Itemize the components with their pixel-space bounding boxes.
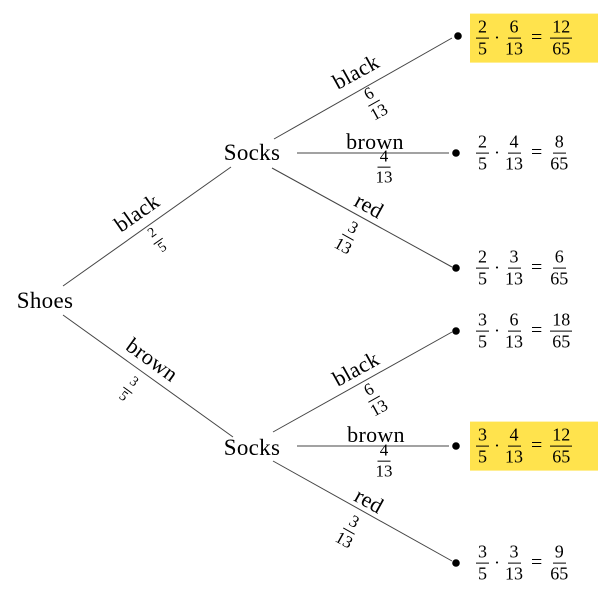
fraction-denominator: 5 (478, 563, 487, 584)
equals-sign: = (531, 26, 543, 49)
fraction-numerator: 18 (550, 309, 573, 332)
multiplication-dot: · (494, 320, 500, 341)
outcome-dot-6 (452, 559, 460, 567)
multiplication-dot: · (494, 27, 500, 48)
fraction-numerator: 3 (507, 246, 521, 269)
edge-top-socks-black-line (273, 37, 453, 140)
edge-top-socks-red-line (271, 167, 453, 268)
equals-sign: = (531, 256, 543, 279)
outcome-dot-2 (452, 149, 460, 157)
fraction-numerator: 3 (476, 541, 489, 564)
edge-shoes-brown-line (62, 314, 234, 438)
edge-bottom-socks-red-line (272, 460, 453, 562)
fraction-denominator: 5 (478, 38, 487, 59)
outcome-dot-4 (452, 327, 460, 335)
equals-sign: = (531, 551, 543, 574)
fraction-denominator: 13 (375, 461, 393, 481)
fraction-numerator: 12 (550, 424, 573, 447)
fraction-denominator: 65 (550, 153, 569, 174)
multiplication-dot: · (494, 435, 500, 456)
fraction-denominator: 5 (478, 446, 487, 467)
fraction-denominator: 65 (552, 331, 571, 352)
fraction-denominator: 65 (552, 38, 571, 59)
fraction-numerator: 2 (476, 16, 489, 39)
fraction-numerator: 3 (476, 309, 489, 332)
edge-top-brown-probability: 4 13 (375, 146, 393, 187)
node-shoes: Shoes (16, 288, 74, 313)
fraction-denominator: 65 (550, 268, 569, 289)
fraction-numerator: 6 (507, 16, 521, 39)
fraction-numerator: 12 (550, 16, 573, 39)
fraction-numerator: 6 (507, 309, 521, 332)
edge-shoes-black-line (62, 166, 232, 287)
edge-bottom-socks-black-line (272, 331, 453, 433)
fraction-denominator: 5 (478, 331, 487, 352)
fraction-denominator: 65 (550, 563, 569, 584)
edge-bottom-brown-probability: 4 13 (375, 440, 393, 481)
fraction-numerator: 2 (476, 131, 489, 154)
equals-sign: = (531, 319, 543, 342)
multiplication-dot: · (494, 142, 500, 163)
fraction-denominator: 13 (375, 167, 393, 187)
fraction-denominator: 5 (478, 268, 487, 289)
node-socks-top: Socks (223, 140, 281, 165)
outcome-dot-3 (452, 264, 460, 272)
fraction-denominator: 5 (478, 153, 487, 174)
fraction-denominator: 13 (505, 38, 523, 59)
outcome-dot-5 (452, 442, 460, 450)
fraction-numerator: 3 (476, 424, 489, 447)
fraction-numerator: 4 (507, 424, 521, 447)
fraction-denominator: 13 (505, 563, 523, 584)
fraction-denominator: 13 (505, 446, 523, 467)
fraction-numerator: 8 (552, 131, 566, 154)
fraction-denominator: 13 (505, 153, 523, 174)
fraction-denominator: 13 (505, 331, 523, 352)
fraction-numerator: 3 (507, 541, 521, 564)
edge-bottom-brown-label: brown (347, 422, 405, 447)
fraction-denominator: 65 (552, 446, 571, 467)
equals-sign: = (531, 141, 543, 164)
edge-top-brown-label: brown (346, 129, 404, 154)
fraction-numerator: 6 (552, 246, 566, 269)
fraction-numerator: 4 (377, 146, 391, 168)
node-socks-bottom: Socks (223, 435, 281, 460)
fraction-numerator: 4 (507, 131, 521, 154)
fraction-denominator: 13 (505, 268, 523, 289)
equals-sign: = (531, 434, 543, 457)
fraction-numerator: 9 (552, 541, 566, 564)
fraction-numerator: 2 (476, 246, 489, 269)
multiplication-dot: · (494, 552, 500, 573)
outcome-dot-1 (454, 32, 462, 40)
multiplication-dot: · (494, 257, 500, 278)
fraction-numerator: 4 (377, 440, 391, 462)
